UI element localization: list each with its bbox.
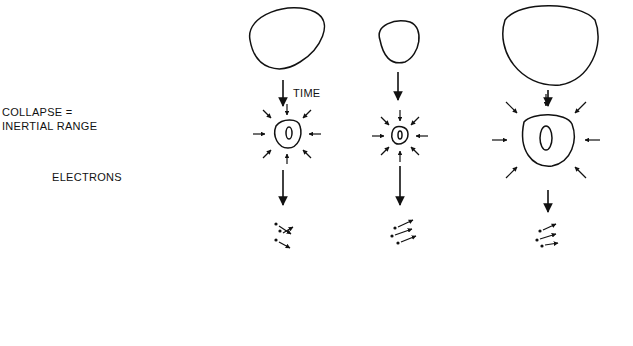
time-arrows (283, 72, 548, 212)
row-label: ELECTRONS (52, 170, 122, 184)
electron-beams (274, 220, 558, 248)
collapsed-regions (275, 115, 574, 166)
inward-arrows (253, 94, 600, 178)
initial-blobs (250, 6, 598, 85)
row-label: COLLAPSE = INERTIAL RANGE (2, 105, 102, 133)
time-label: TIME (293, 86, 320, 100)
